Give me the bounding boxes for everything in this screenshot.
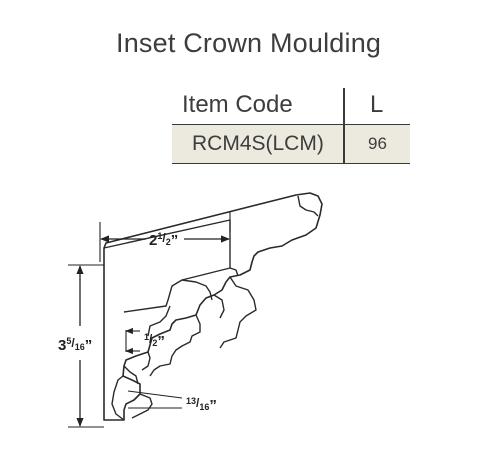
step-unit: ” [157, 333, 165, 350]
item-spec-table: Item Code L RCM4S(LCM) 96 [172, 88, 410, 164]
width-unit: ” [171, 232, 179, 249]
column-header-length: L [370, 91, 384, 118]
width-whole: 2 [149, 232, 157, 249]
height-unit: ” [85, 337, 93, 354]
height-whole: 3 [58, 337, 66, 354]
row-divider [343, 125, 345, 163]
svg-text:1/2”: 1/2” [144, 332, 165, 350]
svg-text:21/2”: 21/2” [149, 231, 178, 249]
width-denominator: 2 [166, 237, 171, 247]
base-unit: ” [209, 397, 217, 414]
step-numerator: 1 [144, 332, 149, 342]
svg-text:35/16”: 35/16” [58, 336, 92, 354]
table-row: RCM4S(LCM) 96 [172, 124, 410, 164]
svg-text:13/16”: 13/16” [186, 396, 217, 414]
height-denominator: 16 [75, 342, 85, 352]
height-dimension: 35/16” [58, 264, 104, 428]
length-cell: 96 [368, 134, 387, 153]
step-denominator: 2 [152, 338, 157, 348]
item-code-cell: RCM4S(LCM) [192, 132, 324, 155]
base-numerator: 13 [186, 396, 196, 406]
base-denominator: 16 [199, 402, 209, 412]
page-title: Inset Crown Moulding [116, 28, 382, 58]
base-dimension: 13/16” [127, 390, 217, 414]
step-dimension: 1/2” [125, 327, 165, 355]
height-numerator: 5 [66, 336, 71, 346]
header-divider [343, 88, 345, 124]
width-numerator: 1 [157, 231, 162, 241]
column-header-item-code: Item Code [182, 91, 293, 118]
width-dimension: 21/2” [99, 212, 231, 262]
moulding-outline [103, 192, 323, 421]
